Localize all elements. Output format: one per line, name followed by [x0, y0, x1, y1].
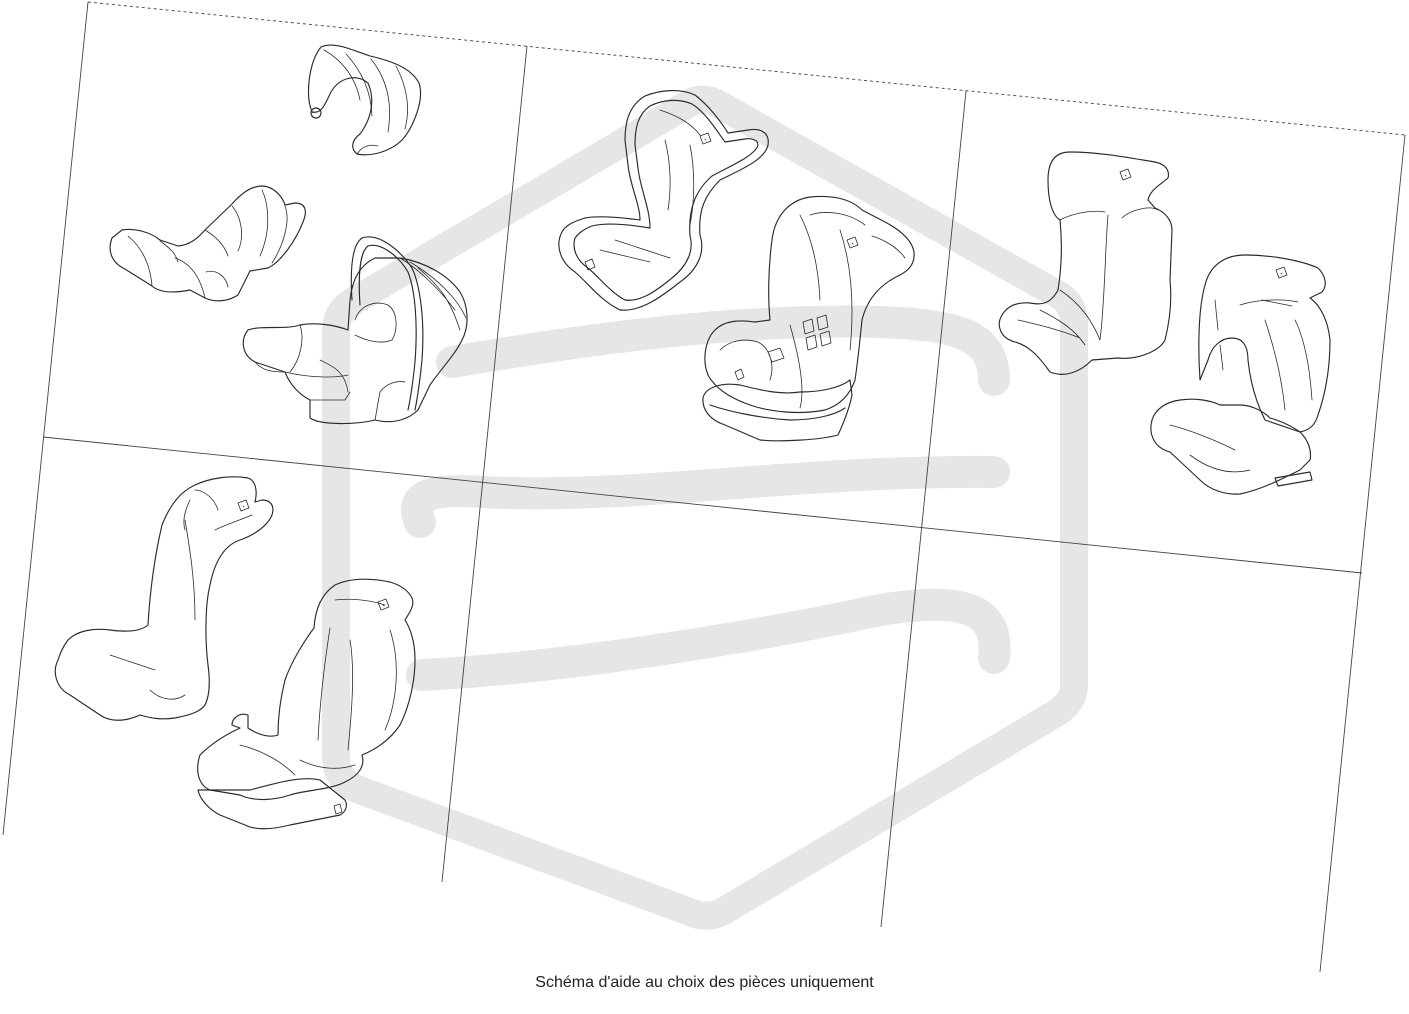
infant-insert-seams — [127, 189, 288, 299]
watermark-stripe-bottom — [406, 588, 1011, 691]
brand-badge-icon — [699, 132, 712, 145]
canopy-sunshade — [307, 44, 422, 156]
watermark-stripe-top — [436, 305, 1010, 396]
watermark-hexagon — [322, 85, 1088, 930]
toddler-seat-shell — [704, 195, 915, 414]
toddler-seat-with-base — [702, 195, 915, 442]
harness-slots — [802, 314, 832, 351]
brand-badge-icon — [1119, 168, 1132, 181]
infant-carrier-handle — [350, 236, 424, 411]
isofix-connectors — [1274, 471, 1313, 487]
seat-cover-outline — [558, 90, 769, 311]
brand-badge-icon — [846, 236, 859, 249]
canopy-pleats — [323, 49, 408, 155]
toddler-seat-base — [702, 379, 853, 442]
grid-column-divider-2 — [880, 90, 967, 928]
booster-back-cover-outline — [998, 151, 1173, 375]
infant-carrier — [242, 236, 468, 425]
isofix-booster-back — [1198, 254, 1331, 433]
high-back-booster — [197, 578, 416, 830]
high-back-booster-base — [197, 778, 347, 830]
infant-insert-outline — [109, 185, 306, 302]
selection-grid — [2, 1, 1406, 973]
isofix-high-back-booster — [1150, 254, 1331, 495]
hexagon-logo-icon — [322, 85, 1088, 930]
booster-cover — [54, 476, 274, 721]
infant-insert — [109, 185, 306, 302]
canopy-outline — [307, 44, 422, 156]
infant-carrier-details — [254, 257, 467, 421]
grid-row-divider — [42, 436, 1363, 574]
watermark-stripe-middle — [400, 455, 1010, 538]
brand-badge-icon — [377, 598, 390, 611]
canopy-pivot — [310, 107, 322, 119]
high-back-booster-body — [197, 578, 416, 801]
grid-top-edge — [87, 1, 1406, 136]
diagram-caption: Schéma d'aide au choix des pièces unique… — [535, 974, 874, 991]
isofix-booster-details — [1169, 299, 1313, 473]
brand-badge-icon — [237, 499, 250, 512]
booster-cover-seams — [109, 489, 253, 700]
grid-left-edge — [2, 1, 89, 836]
isofix-booster-base — [1150, 398, 1312, 495]
booster-cover-outline — [54, 476, 274, 721]
grid-column-divider-1 — [441, 45, 528, 883]
infant-carrier-shell — [242, 257, 468, 425]
toddler-seat-details — [719, 212, 906, 409]
booster-back-cover-seams — [1017, 207, 1159, 346]
brand-badge-icon — [1275, 266, 1288, 279]
booster-back-cover — [998, 151, 1173, 375]
high-back-booster-details — [239, 598, 397, 815]
grid-right-edge — [1319, 134, 1406, 973]
seat-cover-inner-edge — [573, 99, 759, 301]
toddler-seat-cover — [558, 90, 769, 311]
seat-cover-seams — [584, 109, 701, 271]
